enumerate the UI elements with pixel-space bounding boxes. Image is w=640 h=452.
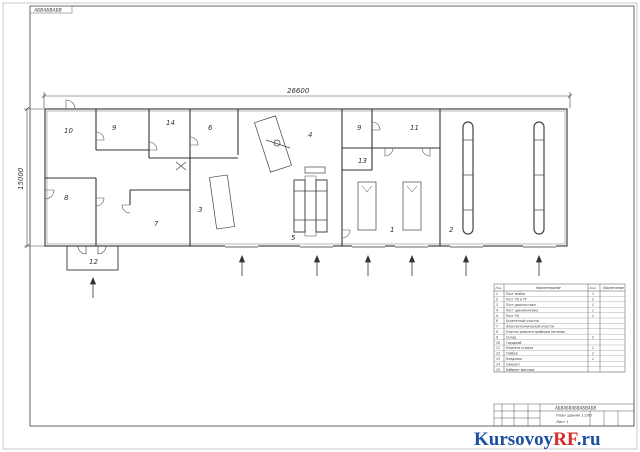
room-number: 5 — [291, 234, 296, 242]
door-swings — [44, 99, 431, 239]
table-cell-name: Агрегатный участок — [505, 319, 539, 323]
table-cell-qty: 1 — [592, 352, 594, 356]
table-cell-pos: 8 — [496, 330, 498, 334]
table-cell-name: Пост мойки — [506, 292, 525, 296]
room-number: 9 — [357, 124, 362, 132]
room-number: 10 — [64, 127, 73, 135]
top-stamp-box — [29, 5, 73, 14]
table-cell-pos: 15 — [496, 368, 500, 372]
width-dimension-label: 26600 — [287, 87, 310, 95]
table-cell-pos: 2 — [496, 298, 498, 302]
specification-table — [493, 283, 626, 373]
table-cell-pos: 11 — [496, 346, 500, 350]
title-block-line1: План здания 1:100 — [556, 414, 592, 418]
title-block-code: АБВАБВАБВАБВАБВ — [554, 406, 596, 411]
table-cell-name: Кладовая — [506, 357, 522, 361]
top-stamp-text: АБВАБВАБВ — [33, 8, 62, 14]
watermark-part-1: Kursovoy — [474, 429, 554, 450]
room-number: 4 — [308, 131, 312, 139]
width-dimension — [41, 92, 573, 108]
table-cell-qty: 1 — [592, 346, 594, 350]
table-cell-pos: 5 — [496, 314, 498, 318]
table-cell-name: Тамбур — [506, 352, 518, 356]
title-block — [493, 403, 635, 427]
table-cell-pos: 7 — [496, 325, 498, 329]
table-cell-qty: 1 — [592, 308, 594, 312]
title-block-line2: Лист 1 — [555, 420, 569, 424]
table-cell-name: Пост ТО — [506, 314, 520, 318]
table-cell-name: Пост диагностики — [506, 303, 536, 307]
table-cell-name: Пост шиномонтажа — [506, 308, 538, 312]
table-cell-pos: 14 — [496, 362, 500, 366]
table-cell-name: Гардероб — [506, 341, 521, 345]
table-cell-name: Участок ремонта приборов питания — [506, 330, 565, 334]
room-number: 12 — [89, 258, 98, 266]
building-plan — [44, 108, 568, 247]
room-number: 9 — [112, 124, 117, 132]
table-cell-qty: 1 — [592, 303, 594, 307]
room-number: 1 — [390, 226, 394, 234]
table-header-pos: Поз. — [496, 286, 503, 290]
table-cell-name: Склад — [506, 335, 516, 339]
room-number: 6 — [208, 124, 213, 132]
watermark: KursovoyRF.ru — [474, 429, 601, 450]
table-header-name: Наименование — [536, 286, 561, 290]
table-cell-pos: 10 — [496, 341, 500, 345]
watermark-part-3: .ru — [577, 429, 601, 450]
table-cell-qty: 2 — [592, 335, 594, 339]
table-cell-name: Комната отдыха — [506, 346, 533, 350]
table-cell-pos: 1 — [496, 292, 498, 296]
table-cell-pos: 12 — [496, 352, 500, 356]
table-cell-name: Электротехнический участок — [505, 325, 554, 329]
table-cell-pos: 4 — [496, 308, 498, 312]
table-cell-pos: 3 — [496, 303, 498, 307]
table-cell-qty: 1 — [592, 357, 594, 361]
equipment — [175, 115, 545, 237]
table-cell-name: Пост ТО и ТР — [506, 298, 527, 302]
height-dimension — [24, 106, 45, 249]
inner-frame — [29, 5, 635, 427]
watermark-part-2: RF — [553, 429, 578, 450]
room-number: 11 — [410, 124, 419, 132]
table-cell-pos: 9 — [496, 335, 498, 339]
height-dimension-label: 15000 — [17, 167, 25, 190]
table-cell-name: Санузел — [506, 362, 519, 366]
room-number: 8 — [64, 194, 69, 202]
vestibule — [66, 245, 119, 271]
room-number: 7 — [154, 220, 159, 228]
table-header-note: Примечание — [603, 286, 624, 290]
room-numbers: 10 9 14 6 4 9 11 13 8 7 3 5 1 2 12 — [64, 119, 454, 266]
table-cell-pos: 6 — [496, 319, 498, 323]
room-number: 3 — [198, 206, 202, 214]
table-cell-pos: 13 — [496, 357, 500, 361]
gates — [225, 244, 556, 248]
table-cell-qty: 2 — [592, 298, 594, 302]
room-number: 14 — [166, 119, 175, 127]
room-number: 13 — [358, 157, 367, 165]
table-cell-qty: 1 — [592, 314, 594, 318]
table-cell-qty: 1 — [592, 292, 594, 296]
table-cell-name: Кабинет мастера — [506, 368, 534, 372]
entry-arrows — [89, 254, 543, 298]
room-number: 2 — [449, 226, 454, 234]
table-header-qty: Кол. — [590, 286, 597, 290]
